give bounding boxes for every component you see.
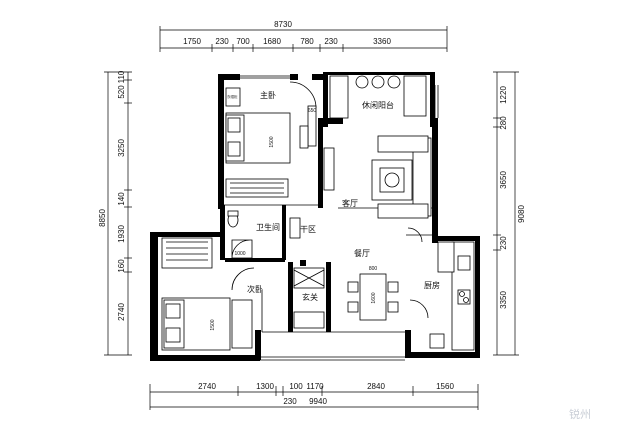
left-seg-5: 1930	[117, 225, 126, 243]
shower-icon	[231, 239, 253, 259]
left-dimension-chain: 8850 110 520 3250 140 1930 160 2740	[98, 70, 132, 356]
leisure-balcony-label: 休闲阳台	[362, 100, 394, 110]
bottom-total-label: 9940	[309, 397, 327, 406]
balcony-chair-icon	[355, 75, 369, 89]
left-seg-7: 2740	[117, 303, 126, 321]
top-dimension-chain: 8730 1750 230 700 1680 780 230 3360	[159, 20, 448, 52]
top-seg-6: 230	[324, 37, 338, 46]
bottom-seg-3: 100	[289, 382, 303, 391]
living-room-label: 客厅	[342, 198, 358, 208]
left-seg-4: 140	[117, 192, 126, 206]
dry-area-label: 干区	[300, 225, 316, 234]
window-lines	[218, 75, 439, 361]
left-seg-3: 3250	[117, 139, 126, 157]
master-bedroom-label: 主卧	[260, 90, 276, 100]
top-total-label: 8730	[274, 20, 292, 29]
table-length-label: 1600	[371, 292, 377, 303]
left-seg-1: 110	[117, 70, 126, 83]
dining-table	[359, 273, 387, 321]
right-seg-4: 230	[499, 236, 508, 250]
bathroom-label: 卫生间	[256, 222, 280, 232]
coffee-table-icon	[384, 172, 400, 188]
washbasin	[289, 217, 301, 239]
right-seg-1: 1220	[499, 86, 508, 104]
kitchen-label: 厨房	[424, 280, 440, 290]
left-seg-2: 520	[117, 85, 126, 99]
entrance: 玄关	[293, 267, 325, 329]
top-seg-7: 3360	[373, 37, 391, 46]
bottom-seg-4: 1170	[306, 382, 324, 391]
wardrobe-label: 衣帽柜	[227, 94, 238, 99]
watermark: 锐州	[569, 407, 591, 421]
left-total-label: 8850	[98, 209, 107, 227]
bottom-seg-5: 2840	[367, 382, 385, 391]
dining-room: 餐厅 800 1600	[347, 227, 423, 321]
door-width-label: 650	[308, 108, 317, 114]
bottom-seg-6: 1560	[436, 382, 454, 391]
second-bedroom-label: 次卧	[247, 284, 263, 294]
tv-cabinet	[323, 147, 335, 191]
second-wardrobe	[161, 237, 213, 269]
right-dimension-chain: 1220 280 3650 230 3350 9080	[493, 71, 526, 356]
bath-size-label: 1000	[234, 251, 245, 257]
balcony-chair-icon-2	[387, 75, 401, 89]
bottom-seg-2: 1300	[256, 382, 274, 391]
top-seg-5: 780	[300, 37, 314, 46]
leisure-balcony: 休闲阳台	[329, 75, 427, 119]
entrance-label: 玄关	[302, 292, 318, 302]
second-bed-size: 1500	[210, 319, 216, 330]
left-seg-6: 160	[117, 259, 126, 273]
table-width-label: 800	[369, 266, 378, 272]
dining-room-label: 餐厅	[354, 249, 370, 258]
walls	[150, 72, 480, 361]
master-bed-size: 1500	[269, 136, 275, 147]
right-seg-5: 3350	[499, 291, 508, 309]
balcony-table-icon	[371, 75, 385, 89]
kitchen: 厨房	[409, 241, 475, 351]
right-seg-2: 280	[499, 116, 508, 130]
top-seg-1: 1750	[183, 37, 201, 46]
sink-icon	[457, 255, 471, 271]
top-seg-2: 230	[215, 37, 229, 46]
bottom-dimension-chain: 2740 1300 100 1170 2840 1560 230 9940	[149, 382, 479, 410]
top-seg-3: 700	[236, 37, 250, 46]
right-total-label: 9080	[517, 205, 526, 223]
second-bedroom: 1500 次卧	[161, 237, 263, 351]
bottom-seg-1: 2740	[198, 382, 216, 391]
bottom-extra-label: 230	[283, 397, 297, 406]
fridge	[429, 333, 445, 349]
living-room: 客厅	[323, 135, 432, 219]
bathroom: 1000 卫生间 干区	[227, 210, 316, 259]
stove-icon	[457, 289, 471, 305]
right-seg-3: 3650	[499, 171, 508, 189]
top-seg-4: 1680	[263, 37, 281, 46]
master-bedroom: 1500 衣帽柜 650 主卧	[225, 81, 317, 198]
